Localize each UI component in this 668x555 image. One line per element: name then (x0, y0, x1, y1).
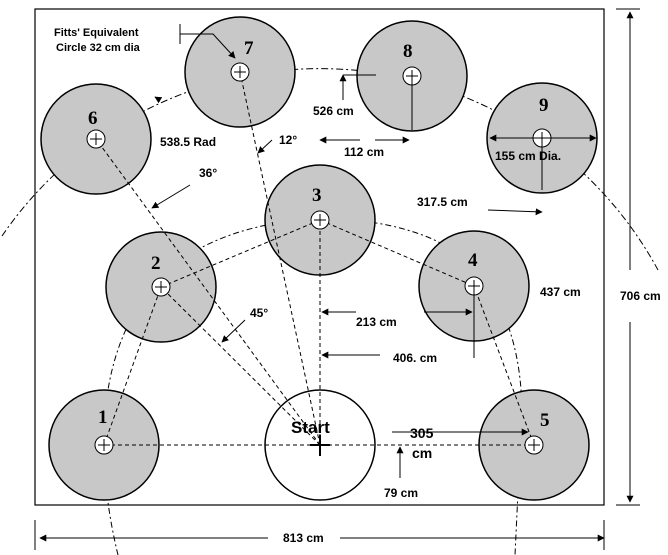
target-2-label: 2 (151, 253, 161, 274)
fitts-note-line2: Circle 32 cm dia (56, 42, 141, 54)
dimension-lines (34, 8, 640, 550)
label-213-cm: 213 cm (356, 315, 397, 329)
label-155-dia: 155 cm Dia. (495, 149, 561, 163)
label-406-cm: 406. cm (393, 351, 437, 365)
label-317-cm: 317.5 cm (417, 195, 468, 209)
room-frame (34, 8, 605, 506)
construction-lines (95, 71, 535, 446)
target-8-label: 8 (403, 41, 413, 62)
label-305-cm: cm (412, 445, 432, 461)
label-12-deg: 12° (279, 133, 297, 147)
target-4-label: 4 (468, 250, 478, 271)
target-5-label: 5 (540, 410, 550, 431)
label-45-deg: 45° (250, 306, 268, 320)
label-706-cm: 706 cm (620, 289, 661, 303)
label-305: 305 (410, 425, 434, 441)
target-3-label: 3 (312, 185, 322, 206)
label-813-cm: 813 cm (283, 531, 324, 545)
target-6-label: 6 (88, 108, 98, 129)
label-526-cm: 526 cm (313, 104, 354, 118)
label-437-cm: 437 cm (540, 285, 581, 299)
label-36-deg: 36° (199, 166, 217, 180)
label-112-cm: 112 cm (344, 145, 384, 159)
target-7-label: 7 (244, 38, 254, 59)
label-538-rad: 538.5 Rad (160, 135, 216, 149)
label-79-cm: 79 cm (384, 486, 418, 500)
fitts-equivalent-circles (86, 62, 552, 455)
target-9-label: 9 (539, 95, 549, 116)
start-label: Start (291, 418, 330, 437)
target-1-label: 1 (98, 407, 108, 428)
fitts-note-line1: Fitts' Equivalent (54, 27, 139, 39)
start-cross (310, 435, 330, 456)
